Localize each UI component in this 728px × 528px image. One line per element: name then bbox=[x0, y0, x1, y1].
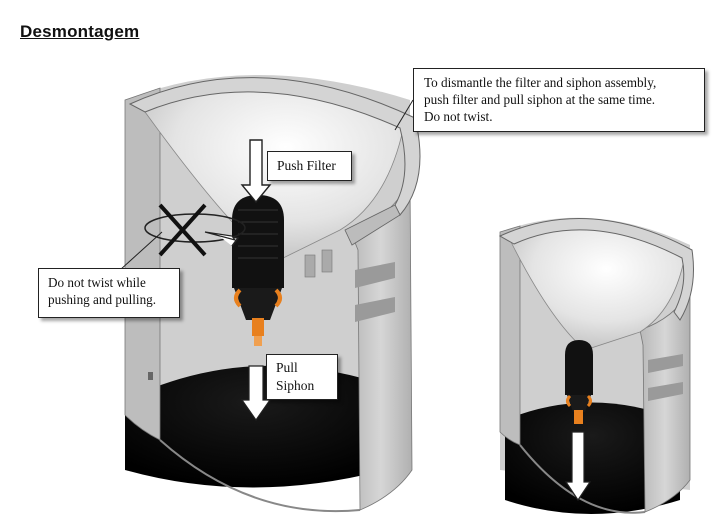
pull-siphon-line-1: Pull bbox=[276, 360, 298, 375]
dismantle-line-2: push filter and pull siphon at the same … bbox=[424, 92, 656, 107]
twist-warning-callout: Do not twist while pushing and pulling. bbox=[38, 268, 180, 318]
dismantle-line-3: Do not twist. bbox=[424, 109, 493, 124]
filter-siphon-assembly bbox=[232, 195, 284, 346]
dismantle-leader-line bbox=[394, 99, 414, 131]
no-twist-icon bbox=[144, 203, 246, 257]
twist-leader-line bbox=[119, 231, 163, 271]
twist-warning-line-1: Do not twist while bbox=[48, 275, 146, 290]
dismantle-instructions-callout: To dismantle the filter and siphon assem… bbox=[413, 68, 705, 132]
small-tank bbox=[498, 217, 694, 514]
pull-siphon-line-2: Siphon bbox=[276, 378, 315, 393]
pull-siphon-label: Pull Siphon bbox=[266, 354, 338, 400]
dismantle-line-1: To dismantle the filter and siphon assem… bbox=[424, 75, 657, 90]
pull-arrow-icon bbox=[240, 365, 272, 422]
push-filter-label: Push Filter bbox=[267, 151, 352, 181]
small-pull-arrow-icon bbox=[564, 431, 592, 502]
twist-warning-line-2: pushing and pulling. bbox=[48, 292, 157, 307]
push-arrow-icon bbox=[240, 139, 272, 204]
page-title: Desmontagem bbox=[20, 22, 140, 41]
